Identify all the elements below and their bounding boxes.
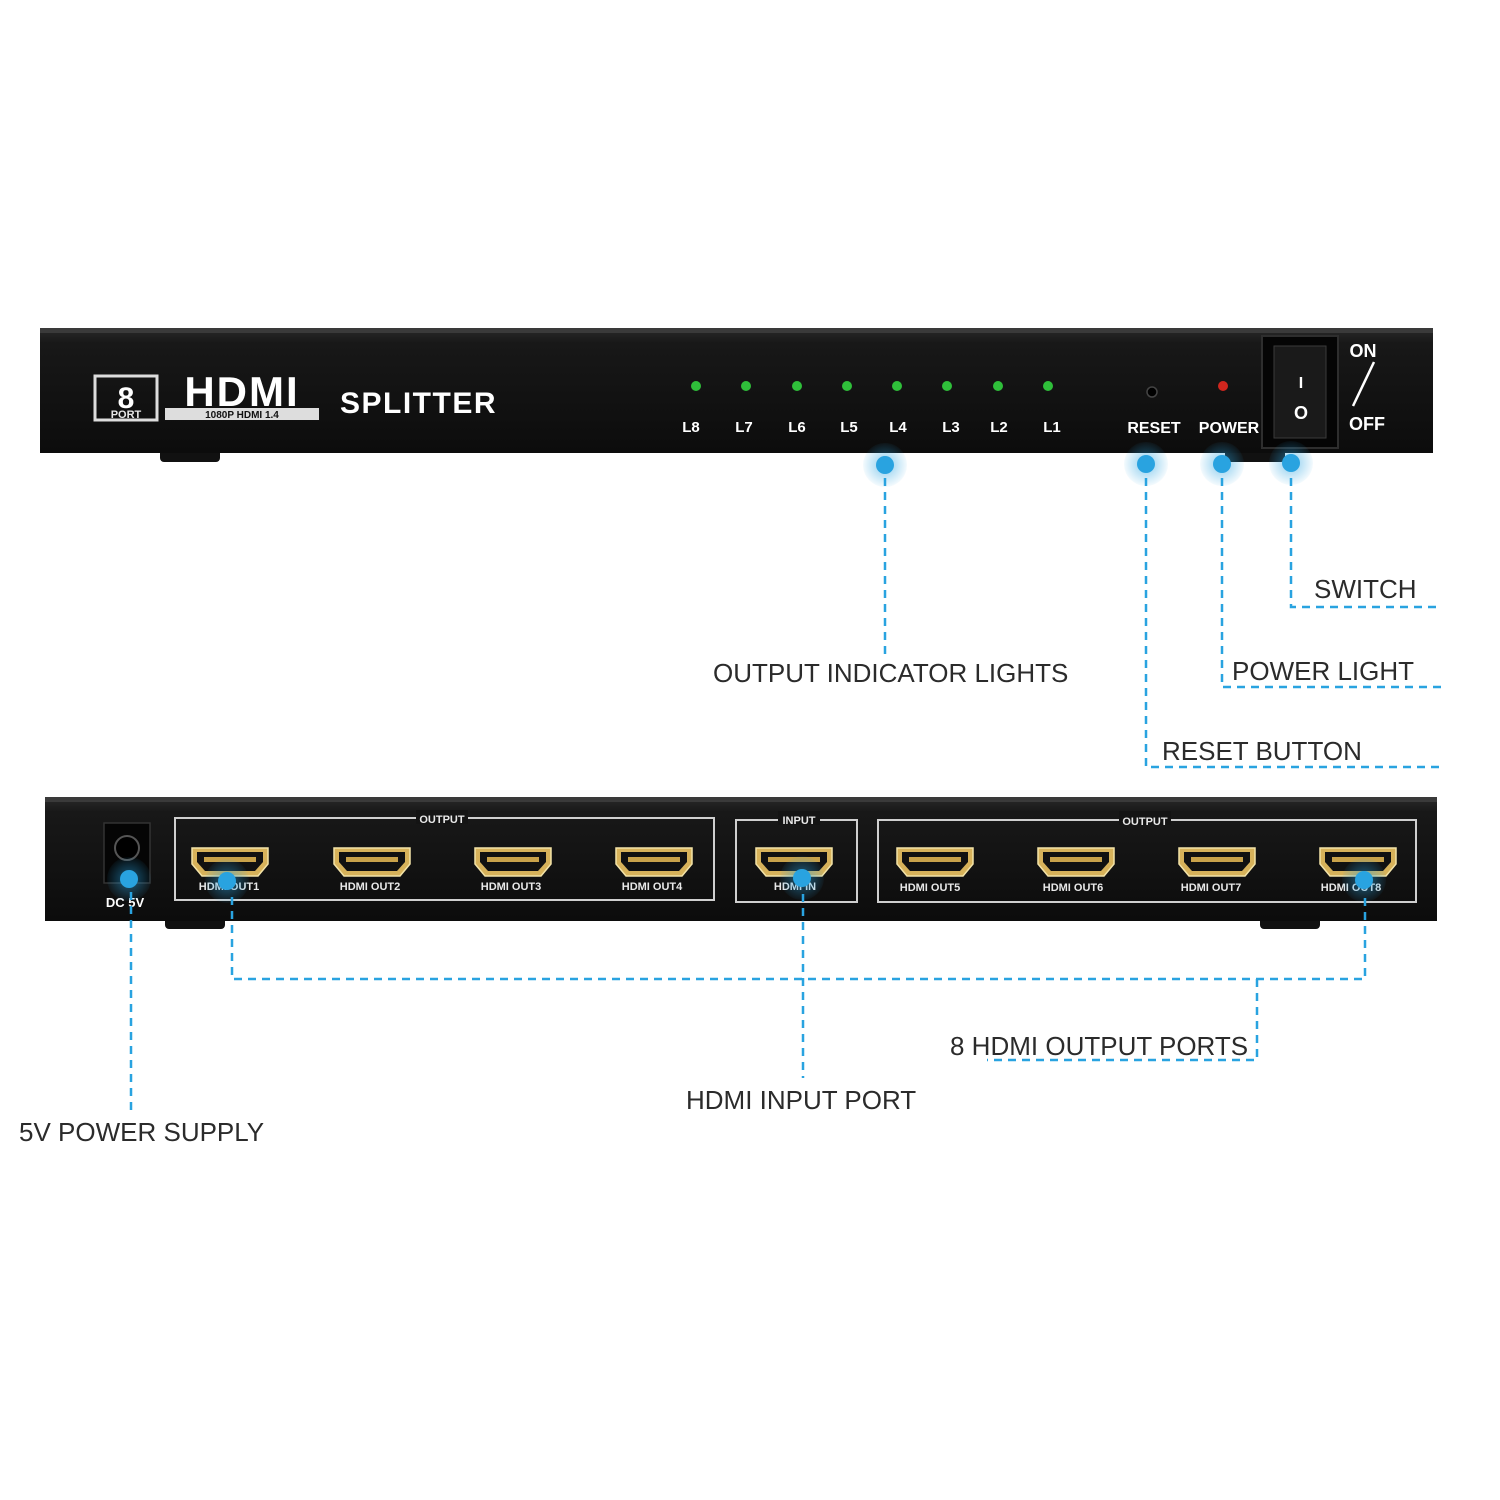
switch-on-mark: I bbox=[1299, 375, 1303, 392]
switch-rocker[interactable] bbox=[1273, 345, 1327, 439]
power-led bbox=[1218, 381, 1228, 391]
led-label: L4 bbox=[889, 419, 907, 436]
marker-dot bbox=[1355, 871, 1373, 889]
port-label: HDMI OUT7 bbox=[1181, 882, 1242, 894]
marker-dot bbox=[793, 869, 811, 887]
led-label: L3 bbox=[942, 419, 960, 436]
led-label: L1 bbox=[1043, 419, 1061, 436]
marker-dot bbox=[876, 456, 894, 474]
logo-port-text: PORT bbox=[111, 409, 142, 421]
callout-output-ports: 8 HDMI OUTPUT PORTS bbox=[950, 1031, 1248, 1061]
marker-dot bbox=[218, 872, 236, 890]
output-indicator-leds: L8 L7 L6 L5 L4 L3 L2 L1 bbox=[682, 381, 1061, 436]
callout-reset-button: RESET BUTTON bbox=[1162, 736, 1362, 766]
logo-sub-bar bbox=[165, 408, 319, 420]
port-label: HDMI OUT2 bbox=[340, 881, 401, 893]
reset-label: RESET bbox=[1127, 420, 1181, 437]
port-label: HDMI OUT5 bbox=[900, 882, 961, 894]
led-l6 bbox=[792, 381, 802, 391]
leader-output-bracket bbox=[230, 897, 1367, 981]
switch-off-mark: O bbox=[1294, 403, 1308, 423]
port-label: HDMI OUT4 bbox=[622, 881, 683, 893]
rear-callouts bbox=[129, 892, 1367, 1112]
marker-dot bbox=[1137, 455, 1155, 473]
frame-label-bg bbox=[416, 810, 468, 824]
front-callouts bbox=[883, 478, 1447, 769]
led-label: L5 bbox=[840, 419, 858, 436]
hdmi-out7-port[interactable] bbox=[1178, 847, 1256, 877]
logo-sub-text: 1080P HDMI 1.4 bbox=[205, 410, 279, 421]
callout-power-light: POWER LIGHT bbox=[1232, 656, 1414, 686]
logo-hdmi-text: HDMI bbox=[184, 368, 299, 415]
led-l8 bbox=[691, 381, 701, 391]
switch-divider-slash bbox=[1351, 361, 1376, 407]
front-chassis bbox=[40, 328, 1433, 453]
callout-switch: SWITCH bbox=[1314, 574, 1417, 604]
hdmi-logo: 8 PORT HDMI 1080P HDMI 1.4 SPLITTER bbox=[93, 368, 497, 422]
port-label: HDMI OUT6 bbox=[1043, 882, 1104, 894]
reset-button[interactable] bbox=[1146, 386, 1158, 398]
led-label: L2 bbox=[990, 419, 1008, 436]
output-group-right-label: OUTPUT bbox=[1122, 816, 1168, 828]
led-l7 bbox=[741, 381, 751, 391]
led-label: L6 bbox=[788, 419, 806, 436]
callout-output-lights: OUTPUT INDICATOR LIGHTS bbox=[713, 658, 1068, 688]
leader-reset bbox=[1144, 478, 1442, 769]
rear-markers bbox=[107, 856, 1386, 903]
logo-number: 8 bbox=[118, 382, 135, 415]
frame-label-bg bbox=[778, 811, 820, 825]
led-l2 bbox=[993, 381, 1003, 391]
hdmi-out6-port[interactable] bbox=[1037, 847, 1115, 877]
input-group-label: INPUT bbox=[783, 815, 816, 827]
callout-power-supply: 5V POWER SUPPLY bbox=[19, 1117, 264, 1147]
led-label: L8 bbox=[682, 419, 700, 436]
hdmi-out5-port[interactable] bbox=[896, 847, 974, 877]
rear-panel: DC 5V OUTPUT INPUT OUTPUT HDMI OUT1 HDMI… bbox=[45, 797, 1437, 929]
marker-dot bbox=[1213, 455, 1231, 473]
dc-jack bbox=[114, 835, 140, 861]
front-panel: 8 PORT HDMI 1080P HDMI 1.4 SPLITTER L8 L… bbox=[40, 328, 1433, 462]
hdmi-out2-port[interactable] bbox=[333, 847, 411, 877]
port-label: HDMI OUT3 bbox=[481, 881, 542, 893]
switch-on-label: ON bbox=[1350, 341, 1377, 361]
hdmi-out3-port[interactable] bbox=[474, 847, 552, 877]
output-group-left-label: OUTPUT bbox=[419, 814, 465, 826]
switch-off-label: OFF bbox=[1349, 414, 1385, 434]
led-l5 bbox=[842, 381, 852, 391]
front-markers bbox=[863, 441, 1313, 487]
callout-input-port: HDMI INPUT PORT bbox=[686, 1085, 916, 1115]
leader-switch bbox=[1289, 478, 1442, 609]
led-l4 bbox=[892, 381, 902, 391]
led-l3 bbox=[942, 381, 952, 391]
power-label: POWER bbox=[1199, 420, 1260, 437]
marker-dot bbox=[1282, 454, 1300, 472]
logo-box bbox=[93, 374, 159, 422]
led-l1 bbox=[1043, 381, 1053, 391]
marker-dot bbox=[120, 870, 138, 888]
splitter-title: SPLITTER bbox=[340, 387, 497, 420]
frame-label-bg bbox=[1119, 811, 1171, 825]
hdmi-out4-port[interactable] bbox=[615, 847, 693, 877]
power-switch[interactable]: I O bbox=[1261, 335, 1339, 449]
led-label: L7 bbox=[735, 419, 753, 436]
